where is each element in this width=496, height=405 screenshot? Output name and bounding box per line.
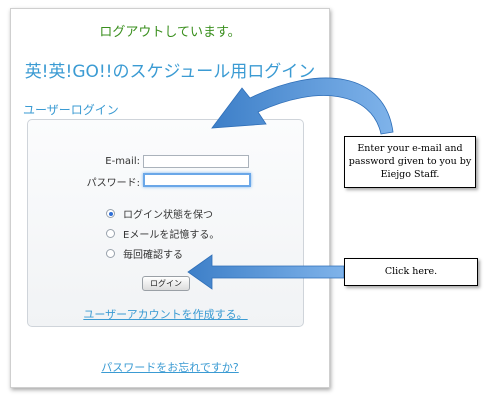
login-button[interactable]: ログイン	[142, 276, 190, 291]
email-label: E-mail:	[105, 156, 140, 167]
login-panel: ログアウトしています。 英!英!GO!!のスケジュール用ログイン ユーザーログイ…	[10, 8, 330, 388]
radio-unselected-icon[interactable]	[106, 249, 115, 258]
radio-label: ログイン状態を保つ	[123, 210, 213, 221]
email-field[interactable]	[143, 155, 249, 168]
radio-option-remember-email[interactable]: Eメールを記憶する。	[106, 226, 219, 241]
callout-line: Eiejgo Staff.	[380, 169, 440, 180]
password-field[interactable]	[143, 173, 251, 187]
callout-click-here: Click here.	[344, 258, 478, 286]
page-title: 英!英!GO!!のスケジュール用ログイン	[24, 62, 316, 82]
curved-arrow-icon	[211, 77, 394, 135]
callout-line: password given to you by	[348, 156, 472, 167]
radio-option-confirm-every-time[interactable]: 毎回確認する	[106, 246, 183, 261]
callout-enter-credentials: Enter your e-mail and password given to …	[344, 136, 476, 188]
radio-selected-icon[interactable]	[106, 209, 115, 218]
radio-label: 毎回確認する	[123, 250, 183, 261]
login-form: E-mail: パスワード: ログイン状態を保つ Eメールを記憶する。 毎回確認…	[27, 119, 304, 327]
logout-message: ログアウトしています。	[99, 25, 241, 40]
forgot-password-link[interactable]: パスワードをお忘れですか?	[101, 361, 239, 374]
create-account-link[interactable]: ユーザーアカウントを作成する。	[83, 308, 248, 321]
radio-unselected-icon[interactable]	[106, 229, 115, 238]
callout-line: Enter your e-mail and	[357, 143, 463, 154]
radio-label: Eメールを記憶する。	[123, 230, 220, 241]
radio-option-keep-logged-in[interactable]: ログイン状態を保つ	[106, 206, 213, 221]
password-label: パスワード:	[86, 178, 140, 189]
straight-arrow-icon	[187, 254, 345, 290]
section-heading: ユーザーログイン	[23, 103, 119, 117]
